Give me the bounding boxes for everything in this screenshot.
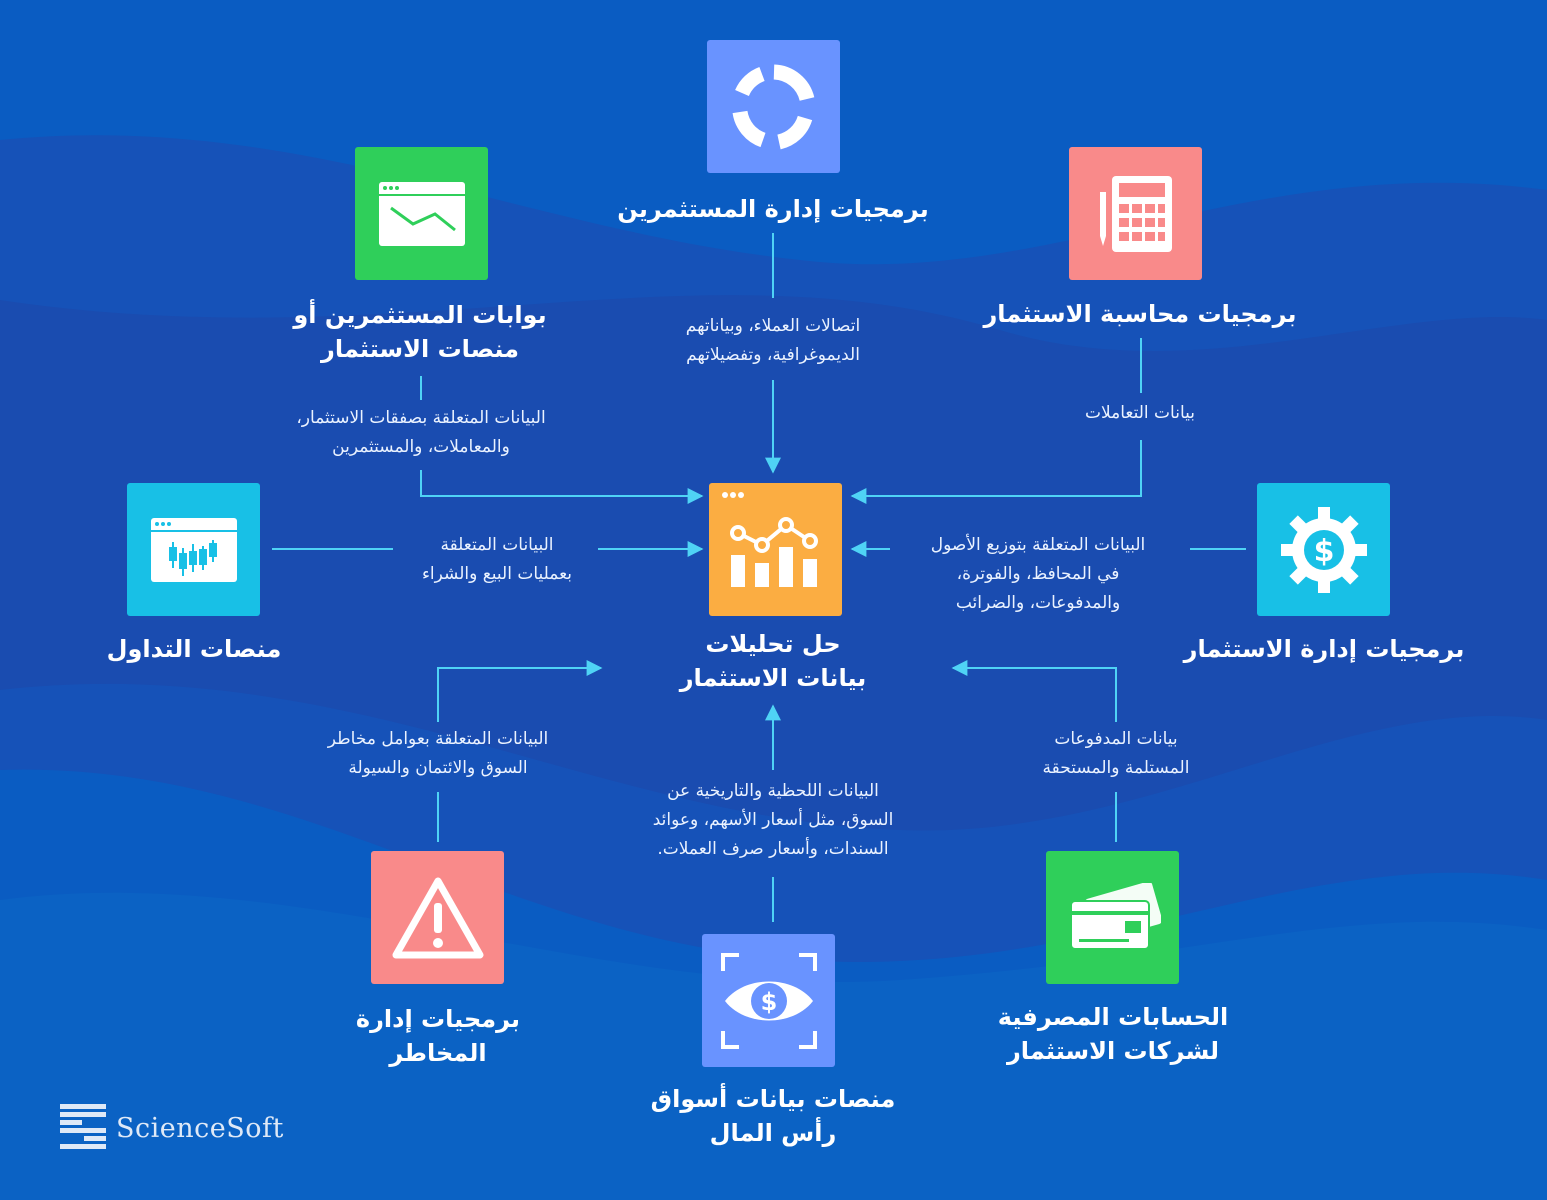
flow-text: البيانات المتعلقة بصفقات الاستثمار، bbox=[296, 408, 546, 428]
investor-mgmt-tile bbox=[707, 40, 840, 173]
investment-mgmt-title: برمجيات إدارة الاستثمار bbox=[1183, 635, 1465, 663]
investment-accounting-title: برمجيات محاسبة الاستثمار bbox=[983, 300, 1297, 328]
bank-accounts-tile bbox=[1046, 851, 1179, 984]
investment-accounting-flow-label: بيانات التعاملات bbox=[1040, 399, 1240, 428]
risk-mgmt-flow-label: البيانات المتعلقة بعوامل مخاطر السوق وال… bbox=[290, 725, 586, 783]
title-line: منصات الاستثمار bbox=[321, 335, 519, 363]
investor-mgmt-flow-label: اتصالات العملاء، وبياناتهم الديموغرافية،… bbox=[630, 312, 916, 370]
risk-mgmt-tile bbox=[371, 851, 504, 984]
title-line: الحسابات المصرفية bbox=[997, 1003, 1229, 1031]
credit-card-icon bbox=[1069, 882, 1161, 950]
cycle-icon bbox=[732, 64, 814, 149]
investor-portals-flow-label: البيانات المتعلقة بصفقات الاستثمار، والم… bbox=[250, 404, 592, 462]
trading-platforms-title: منصات التداول bbox=[106, 635, 282, 663]
analytics-icon bbox=[722, 492, 818, 587]
investment-mgmt-tile: $ bbox=[1257, 483, 1390, 616]
sciencesoft-logo: ScienceSoft bbox=[60, 1104, 284, 1152]
investor-portals-tile bbox=[355, 147, 488, 280]
svg-text:$: $ bbox=[1313, 534, 1334, 569]
investor-portals-title: بوابات المستثمرين أو منصات الاستثمار bbox=[260, 298, 580, 366]
flow-text: السوق والائتمان والسيولة bbox=[348, 758, 528, 778]
investment-accounting-tile bbox=[1069, 147, 1202, 280]
title-line: رأس المال bbox=[709, 1119, 837, 1147]
market-data-flow-label: البيانات اللحظية والتاريخية عن السوق، مث… bbox=[612, 777, 934, 864]
investment-mgmt-flow-label: البيانات المتعلقة بتوزيع الأصول في المحا… bbox=[888, 531, 1188, 618]
flow-text: والمعاملات، والمستثمرين bbox=[332, 437, 510, 457]
dollar-gear-icon: $ bbox=[1280, 506, 1367, 593]
flow-text: والمدفوعات، والضرائب bbox=[955, 593, 1121, 613]
center-title-line2: بيانات الاستثمار bbox=[679, 664, 867, 692]
market-data-title: منصات بيانات أسواق رأس المال bbox=[618, 1082, 928, 1150]
calculator-icon bbox=[1099, 175, 1172, 252]
flow-text: في المحافظ، والفوترة، bbox=[956, 564, 1120, 584]
market-data-tile: $ bbox=[702, 934, 835, 1067]
investor-mgmt-title: برمجيات إدارة المستثمرين bbox=[617, 195, 929, 223]
flow-text: السوق، مثل أسعار الأسهم، وعوائد bbox=[652, 810, 894, 830]
flow-text: بيانات التعاملات bbox=[1084, 403, 1196, 423]
svg-text:$: $ bbox=[760, 988, 777, 1016]
title-line: منصات بيانات أسواق bbox=[650, 1085, 896, 1113]
candlestick-icon bbox=[150, 517, 237, 582]
flow-text: البيانات المتعلقة bbox=[440, 535, 554, 555]
flow-text: بيانات المدفوعات bbox=[1054, 729, 1178, 749]
center-analytics-tile bbox=[709, 483, 842, 616]
flow-text: الديموغرافية، وتفضيلاتهم bbox=[686, 345, 860, 365]
browser-chart-icon bbox=[378, 181, 465, 246]
flow-text: السندات، وأسعار صرف العملات. bbox=[657, 839, 889, 859]
sciencesoft-logo-icon bbox=[60, 1104, 106, 1149]
logo-text: ScienceSoft bbox=[116, 1112, 284, 1144]
trading-platforms-flow-label: البيانات المتعلقة بعمليات البيع والشراء bbox=[388, 531, 606, 589]
risk-mgmt-title: برمجيات إدارة المخاطر bbox=[318, 1002, 558, 1070]
warning-icon bbox=[392, 877, 483, 958]
trading-platforms-tile bbox=[127, 483, 260, 616]
title-line: برمجيات إدارة bbox=[355, 1005, 521, 1033]
title-line: بوابات المستثمرين أو bbox=[293, 301, 547, 329]
center-title: حل تحليلات بيانات الاستثمار bbox=[620, 627, 926, 695]
flow-text: البيانات اللحظية والتاريخية عن bbox=[667, 781, 879, 801]
center-title-line1: حل تحليلات bbox=[705, 630, 841, 658]
title-line: المخاطر bbox=[389, 1039, 487, 1067]
flow-text: البيانات المتعلقة بتوزيع الأصول bbox=[930, 535, 1146, 555]
eye-dollar-icon: $ bbox=[720, 952, 817, 1049]
bank-accounts-flow-label: بيانات المدفوعات المستلمة والمستحقة bbox=[1010, 725, 1222, 783]
bank-accounts-title: الحسابات المصرفية لشركات الاستثمار bbox=[972, 1000, 1254, 1068]
flow-text: اتصالات العملاء، وبياناتهم bbox=[685, 316, 861, 336]
flow-text: المستلمة والمستحقة bbox=[1042, 758, 1190, 778]
title-line: لشركات الاستثمار bbox=[1006, 1037, 1219, 1065]
flow-text: البيانات المتعلقة بعوامل مخاطر bbox=[327, 729, 549, 749]
flow-text: بعمليات البيع والشراء bbox=[421, 564, 573, 584]
